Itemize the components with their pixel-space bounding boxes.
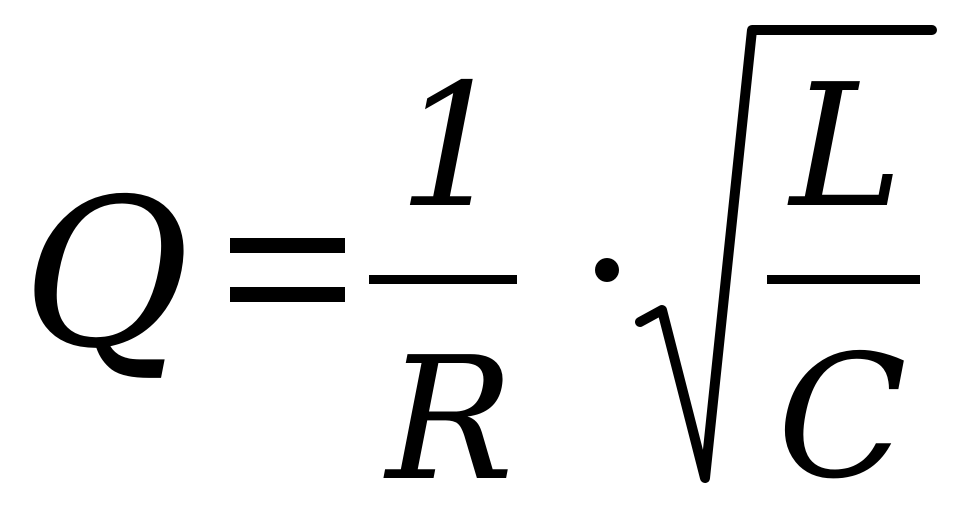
fraction1-denominator: R (383, 321, 514, 519)
formula-lhs: Q (22, 156, 190, 394)
fraction-one-over-r: 1 R (369, 48, 517, 519)
fraction1-numerator: 1 (398, 48, 506, 246)
sqrt-fraction-bar (767, 275, 920, 284)
sqrt-denominator: C (777, 319, 907, 517)
fraction1-bar (369, 275, 517, 284)
sqrt-sign (635, 25, 937, 483)
fraction-l-over-c: L C (767, 48, 920, 517)
multiplication-dot (595, 258, 619, 282)
sqrt-numerator: L (787, 48, 903, 246)
equals-sign (230, 238, 345, 302)
